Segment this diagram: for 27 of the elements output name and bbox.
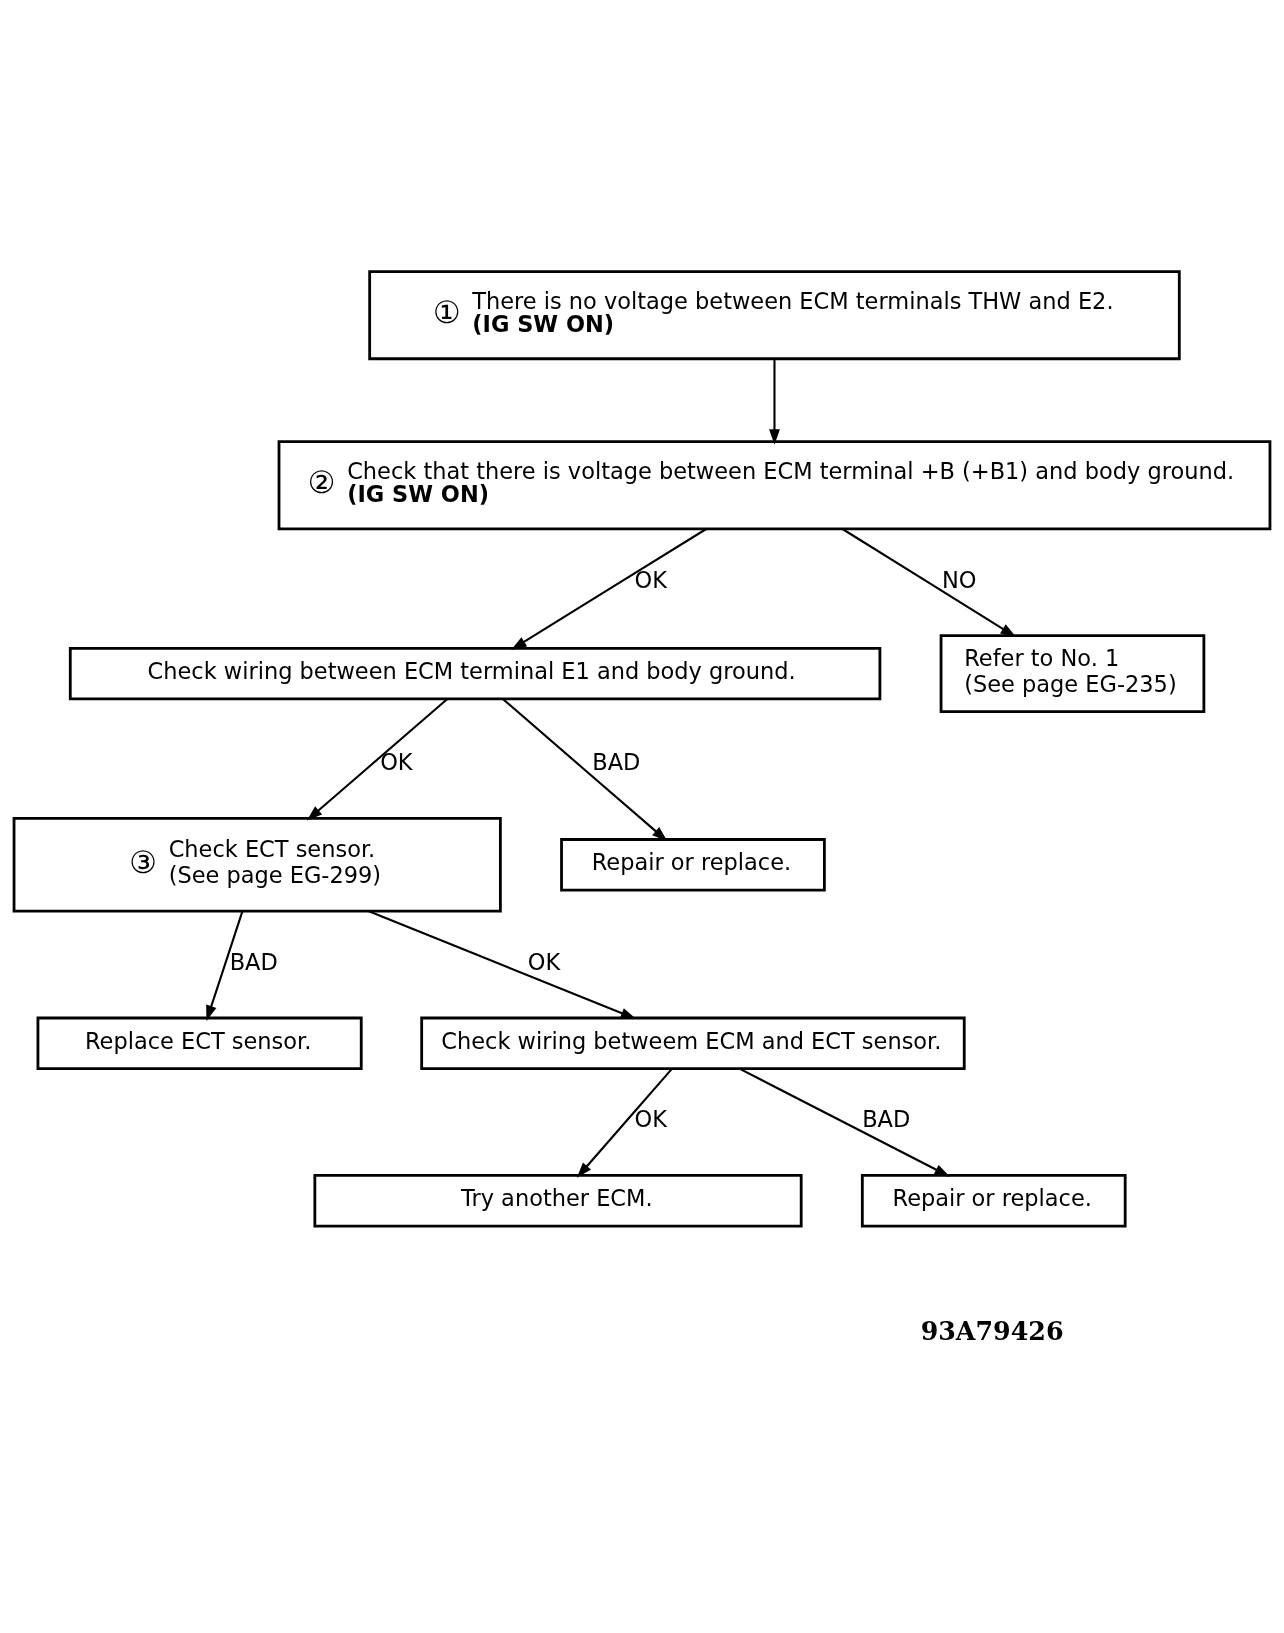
node-box: Replace ECT sensor. [36,1016,363,1070]
edge-label: BAD [862,1105,911,1132]
arrow [368,909,637,1019]
node-box: Try another ECM. [313,1173,803,1227]
edge-label: NO [942,566,977,593]
node-box: ① There is no voltage between ECM terminals THW and E2. (IG SW ON) [368,269,1181,360]
arrow [739,1067,950,1177]
edge-label: BAD [229,948,278,975]
edge-label: OK [527,948,561,975]
edge-label: BAD [592,748,641,775]
arrow [206,910,244,1021]
arrow [576,1067,673,1178]
arrow [306,697,448,820]
arrow [841,527,1017,637]
node-box: ② Check that there is voltage between ECM terminal +B (+B1) and body ground. (IG SW ON) [277,439,1272,530]
node-box: Repair or replace. [860,1173,1127,1227]
node-box: Check wiring between ECM terminal E1 and body ground. [68,646,882,700]
node-box: Refer to No. 1 (See page EG-235) [939,633,1206,713]
node-box: Repair or replace. [560,837,826,891]
arrow [511,527,707,650]
arrow [502,697,668,841]
edge-label: OK [634,1105,667,1132]
arrow [769,358,780,445]
node-box: Check wiring betweem ECM and ECT sensor. [420,1016,966,1070]
edge-label: OK [634,566,667,593]
edge-label: OK [380,748,413,775]
label: 93A79426 [920,1315,1064,1346]
